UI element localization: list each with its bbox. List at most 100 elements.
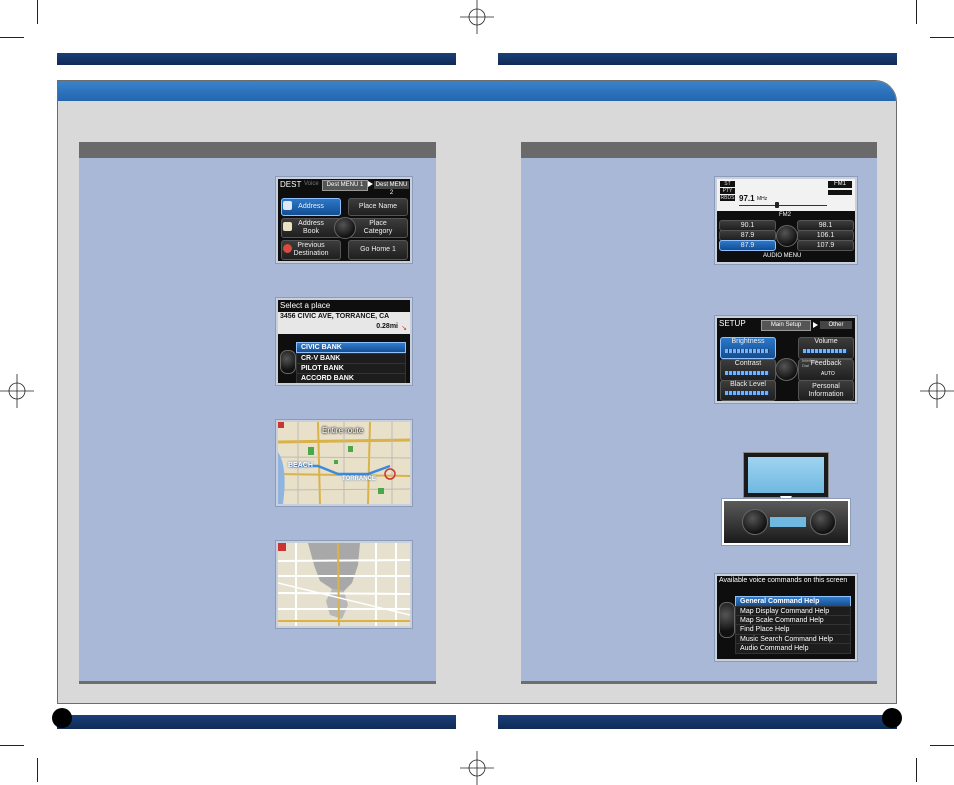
place-category-button[interactable]: Place Category	[348, 218, 408, 238]
page-frame: DEST Voice Dest MENU 1 Dest MENU 2 Addre…	[57, 80, 897, 704]
climate-display-lcd	[748, 457, 824, 493]
voice-commands-screenshot: Available voice commands on this screen …	[714, 573, 858, 662]
direction-arrow-icon: ↘	[401, 325, 407, 332]
dest-tab-active[interactable]: Dest MENU 1	[322, 180, 368, 191]
band-extra	[828, 190, 852, 195]
crop-mark	[916, 758, 917, 782]
setup-tab-next[interactable]: Other	[820, 321, 852, 329]
left-panel: DEST Voice Dest MENU 1 Dest MENU 2 Addre…	[79, 142, 436, 684]
street-map-screenshot	[275, 540, 413, 629]
header-bar-left	[57, 53, 456, 65]
footer-bar-left	[57, 715, 456, 729]
triangle-right-icon	[368, 181, 373, 187]
frequency-unit: MHz	[757, 196, 768, 202]
place-name-button[interactable]: Place Name	[348, 198, 408, 216]
list-item-label: Find Place Help	[740, 626, 790, 633]
list-item-label: PILOT BANK	[301, 365, 344, 372]
setup-item-label: Personal Information	[808, 382, 844, 398]
go-home-button[interactable]: Go Home 1	[348, 240, 408, 260]
audio-screenshot: ST PTY RBDS FM1 97.1 MHz FM2 90.1 87.9 8…	[714, 176, 858, 265]
dest-tab-prev[interactable]: Voice	[304, 181, 319, 187]
auto-label: AUTO	[821, 371, 835, 377]
list-item-label: ACCORD BANK	[301, 375, 354, 382]
black-level-bar	[725, 391, 769, 395]
preset-value: 87.9	[740, 241, 755, 249]
left-panel-header	[79, 142, 436, 158]
list-item-label: Audio Command Help	[740, 645, 809, 652]
preset-value: 106.1	[816, 231, 835, 239]
route-map: Entire route BEACH TORRANCE	[278, 422, 410, 504]
list-item-label: CIVIC BANK	[301, 344, 342, 351]
audio-screen: ST PTY RBDS FM1 97.1 MHz FM2 90.1 87.9 8…	[717, 179, 855, 262]
band-display: FM1	[828, 181, 852, 188]
preset-button[interactable]: 87.9	[719, 240, 776, 251]
map-label: BEACH	[288, 462, 313, 469]
history-icon	[283, 244, 292, 253]
book-icon	[283, 222, 292, 231]
preset-value: 90.1	[740, 221, 755, 229]
title-band	[58, 81, 896, 101]
climate-knob-icon	[810, 509, 836, 535]
preset-label: FM2	[779, 212, 791, 218]
route-map-screenshot: Entire route BEACH TORRANCE	[275, 419, 413, 507]
setup-item-label: Black Level	[730, 381, 766, 388]
button-label: Previous Destination	[293, 242, 329, 257]
list-item-label: Music Search Command Help	[740, 636, 833, 643]
street-map	[278, 543, 410, 626]
brightness-level-bar	[725, 349, 769, 353]
preset-value: 98.1	[818, 221, 833, 229]
climate-knob-icon	[742, 509, 768, 535]
previous-destination-button[interactable]: Previous Destination	[281, 240, 341, 260]
volume-button[interactable]: Volume	[798, 337, 854, 359]
brightness-button[interactable]: Brightness	[720, 337, 776, 359]
interface-dial-icon	[280, 350, 296, 374]
tuning-bar	[739, 205, 827, 206]
contrast-level-bar	[725, 371, 769, 375]
interface-dial-icon	[719, 602, 735, 638]
house-icon	[283, 201, 292, 210]
audio-menu-label[interactable]: AUDIO MENU	[763, 253, 802, 259]
dest-title: DEST	[280, 180, 302, 189]
setup-screenshot: SETUP Main Setup Other Brightness Volume…	[714, 315, 858, 404]
entire-route-label: Entire route	[322, 426, 364, 435]
button-label: Address	[298, 203, 324, 210]
list-item-label: General Command Help	[740, 598, 820, 605]
address-button[interactable]: Address	[281, 198, 341, 216]
crop-mark	[930, 37, 954, 38]
pty-indicator: PTY	[720, 188, 735, 194]
preset-value: 107.9	[816, 241, 835, 249]
place-address: 3456 CIVIC AVE, TORRANCE, CA	[280, 313, 390, 320]
climate-panel-photo	[721, 498, 851, 546]
button-label: Place Name	[358, 203, 398, 210]
setup-item-label: Contrast	[734, 360, 762, 367]
st-indicator: ST	[720, 181, 735, 187]
preset-button[interactable]: 107.9	[797, 240, 854, 251]
button-label: Place Category	[363, 220, 393, 235]
select-place-title: Select a place	[280, 301, 331, 310]
dest-menu-screenshot: DEST Voice Dest MENU 1 Dest MENU 2 Addre…	[275, 176, 413, 264]
voice-commands-screen: Available voice commands on this screen …	[717, 576, 855, 659]
personal-information-button[interactable]: Personal Information	[798, 380, 854, 401]
list-item[interactable]: ACCORD BANK	[296, 373, 406, 383]
list-item[interactable]: Audio Command Help	[735, 643, 851, 654]
setup-item-label: Feedback	[810, 360, 842, 367]
setup-item-label: Volume	[814, 338, 838, 345]
select-place-screenshot: Select a place 3456 CIVIC AVE, TORRANCE,…	[275, 297, 413, 386]
right-panel-header	[521, 142, 877, 158]
address-bar: 3456 CIVIC AVE, TORRANCE, CA 0.28mi ↘	[278, 312, 410, 334]
contrast-button[interactable]: Contrast	[720, 359, 776, 381]
tuning-marker[interactable]	[775, 202, 779, 208]
triangle-right-icon	[813, 322, 818, 328]
page-number-right	[882, 708, 902, 728]
setup-title: SETUP	[719, 319, 746, 328]
button-label: Address Book	[298, 220, 324, 235]
volume-level-bar	[803, 349, 847, 353]
select-place-screen: Select a place 3456 CIVIC AVE, TORRANCE,…	[278, 300, 410, 383]
list-item[interactable]: CIVIC BANK	[296, 342, 406, 353]
map-label: TORRANCE	[342, 476, 376, 482]
black-level-button[interactable]: Black Level	[720, 380, 776, 401]
crop-mark	[37, 758, 38, 782]
dest-tab-next[interactable]: Dest MENU 2	[374, 181, 409, 196]
setup-tab-active[interactable]: Main Setup	[761, 320, 811, 331]
interface-dial-icon	[775, 358, 798, 381]
